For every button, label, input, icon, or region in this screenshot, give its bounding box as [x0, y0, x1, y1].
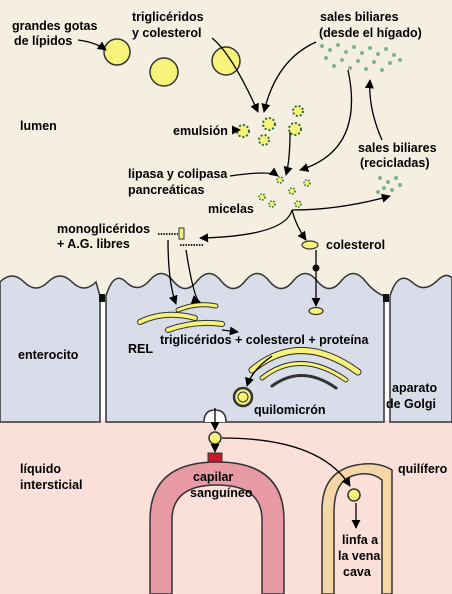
- label-chylomicron: quilomicrón: [254, 403, 326, 417]
- blood-capillary: [149, 461, 285, 594]
- label-lipid-drops: de lípidos: [14, 34, 72, 48]
- label-lipase: lipasa y colipasa: [128, 167, 228, 181]
- label-micelles: micelas: [208, 202, 254, 216]
- lipid-drop: [103, 38, 131, 66]
- lacteal: [321, 463, 393, 594]
- smooth-er: [137, 302, 225, 333]
- label-triglycerides: y colesterol: [132, 26, 201, 40]
- label-lacteal: quilífero: [398, 462, 448, 476]
- bile-salts-recycled-dots: [376, 176, 402, 194]
- label-capillary: sanguíneo: [190, 486, 253, 500]
- label-triglycerides: triglicéridos: [132, 10, 204, 24]
- bile-salts-dots: [320, 43, 402, 72]
- interstitial-region: [0, 420, 452, 594]
- lymph-chylomicron: [347, 488, 361, 502]
- capillary-block: [207, 452, 223, 463]
- label-monoglycerides: + A.G. libres: [57, 237, 130, 251]
- label-lumen: lumen: [20, 119, 57, 133]
- tight-junction-left: [99, 294, 105, 302]
- enterocyte-left: [0, 275, 101, 423]
- label-lipid-drops: grandes gotas: [12, 19, 97, 33]
- label-golgi: de Golgi: [386, 397, 436, 411]
- label-interstitial: intersticial: [20, 478, 83, 492]
- released-chylomicron: [208, 431, 222, 445]
- enterocyte-right: [389, 274, 452, 423]
- arrows: [77, 37, 391, 529]
- label-lymph: cava: [343, 565, 372, 579]
- cholesterol-molecule: [301, 240, 319, 250]
- label-emulsion: emulsión: [173, 124, 228, 138]
- label-lymph: linfa a: [342, 533, 379, 547]
- label-bile-salts-recycled: sales biliares: [358, 141, 437, 155]
- chylomicron-core: [237, 391, 249, 403]
- cholesterol-in-cell: [308, 306, 324, 316]
- lipid-drop: [211, 46, 241, 76]
- golgi-apparatus: [248, 347, 362, 390]
- label-interstitial: líquido: [20, 462, 61, 476]
- label-monoglycerides: monoglicéridos: [57, 222, 150, 236]
- micelles: [258, 176, 311, 208]
- label-tg-protein: triglicéridos + colesterol + proteína: [160, 333, 369, 347]
- label-enterocyte: enterocito: [18, 348, 79, 362]
- label-lipase: pancreáticas: [128, 183, 204, 197]
- label-capillary: capilar: [193, 470, 233, 484]
- lipid-drop: [149, 57, 179, 87]
- label-bile-salts-liver: sales biliares: [320, 10, 399, 24]
- label-golgi: aparato: [392, 381, 438, 395]
- label-bile-salts-liver: (desde el hígado): [319, 26, 422, 40]
- label-cholesterol: colesterol: [326, 238, 385, 252]
- tight-junction-right: [383, 294, 389, 302]
- monoglyceride-icon: [158, 227, 185, 240]
- label-bile-salts-recycled: (recicladas): [360, 156, 429, 170]
- label-lymph: la vena: [338, 549, 381, 563]
- label-rel: REL: [128, 342, 153, 356]
